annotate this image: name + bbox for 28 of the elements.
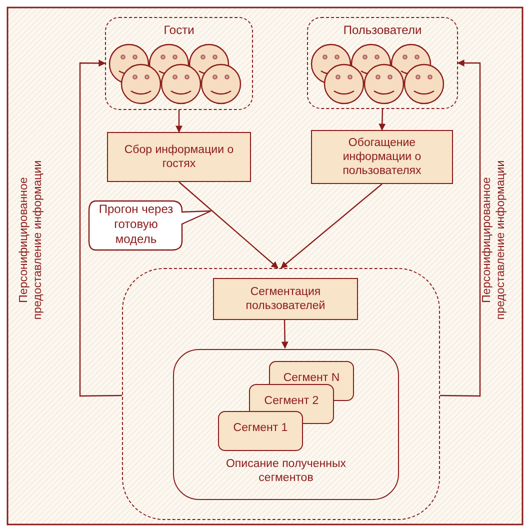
node-label: Сегмент 2 (264, 394, 319, 408)
node-label: Обогащение информации о пользователях (342, 136, 422, 178)
rounded-panel (173, 349, 399, 500)
edge-label: Персонифицированное предоставление информации (480, 159, 508, 322)
node-label: Сегмент 1 (233, 421, 288, 435)
node-label: Прогон через готовую модель (98, 202, 174, 247)
arrow (440, 60, 481, 397)
arrow (79, 60, 122, 397)
node-label: Сегментация пользователей (244, 285, 326, 313)
process-box (107, 132, 251, 182)
group-frame (122, 268, 440, 520)
group-frame (105, 17, 253, 110)
process-box (311, 130, 453, 184)
arrow (378, 108, 386, 131)
node-label: Сбор информации о гостях (123, 143, 235, 171)
arrow (280, 184, 382, 268)
segment-card (218, 411, 303, 451)
arrow (178, 182, 278, 268)
group-frame (307, 17, 458, 109)
group-title: Гости (164, 23, 194, 37)
node-label: Сегмент N (283, 371, 340, 385)
group-title: Пользователи (343, 23, 422, 37)
edge-label: Персонифицированное предоставление информации (17, 159, 45, 322)
panel-caption: Описание полученных сегментов (224, 457, 348, 485)
speech-bubble (88, 198, 212, 251)
arrow (176, 110, 182, 133)
process-box (213, 278, 358, 320)
arrow (281, 318, 288, 349)
